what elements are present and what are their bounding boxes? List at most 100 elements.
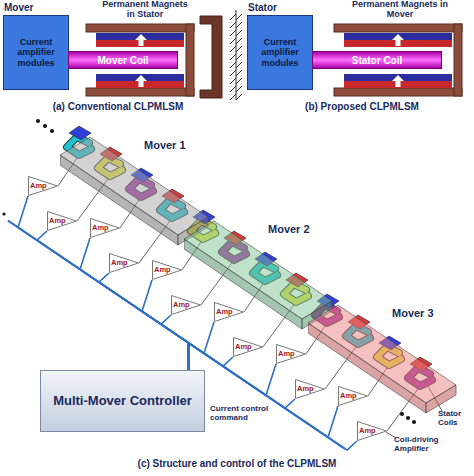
amp-label: Amp bbox=[359, 426, 376, 435]
part-label: Current control command bbox=[210, 405, 274, 422]
part-heading: Mover bbox=[4, 2, 33, 14]
coil-bar: Mover Coil bbox=[68, 51, 178, 69]
bus-line bbox=[37, 231, 189, 370]
mover-shape bbox=[308, 283, 468, 415]
amp-label: Amp bbox=[92, 223, 109, 232]
amp-triangle bbox=[48, 212, 77, 231]
part-heading: Stator bbox=[248, 2, 277, 14]
dot bbox=[2, 212, 5, 215]
coil-bar: Stator Coil bbox=[312, 51, 442, 69]
amp-label: Amp bbox=[278, 349, 295, 358]
amp-triangle bbox=[296, 380, 325, 399]
amplifier-module: Current amplifier modules Mover bbox=[3, 2, 69, 90]
module-text: Current amplifier modules bbox=[6, 37, 66, 68]
bus-line bbox=[161, 315, 189, 370]
coil-label: Stator Coil bbox=[352, 55, 403, 66]
amp-label: Amp bbox=[297, 384, 314, 393]
amp-triangle bbox=[277, 345, 306, 364]
housing-bar bbox=[334, 88, 462, 96]
dot bbox=[36, 119, 40, 123]
amp-label: Amp bbox=[340, 391, 357, 400]
bus-line bbox=[189, 343, 339, 438]
housing-bar bbox=[186, 24, 194, 96]
hatched-wall bbox=[230, 10, 242, 100]
frame-bracket bbox=[200, 16, 222, 98]
mover-label: Mover 2 bbox=[268, 223, 310, 235]
amp-label: Amp bbox=[216, 307, 233, 316]
amplifier-triangle: Amp bbox=[47, 211, 77, 231]
mover-slab: Mover 2 bbox=[184, 199, 344, 331]
figure-caption: (c) Structure and control of the CLPMLSM bbox=[0, 459, 474, 470]
flux-arrow bbox=[392, 34, 404, 46]
dot bbox=[406, 416, 410, 420]
part-label: Permanent Magnets in Mover bbox=[350, 0, 450, 19]
amp-triangle bbox=[110, 254, 139, 273]
housing-bar bbox=[86, 88, 194, 96]
mover-top-face bbox=[60, 137, 208, 235]
mover-slab: Mover 3 bbox=[308, 283, 468, 415]
hatch-marks bbox=[230, 14, 242, 100]
mover-housing bbox=[334, 24, 462, 96]
amplifier-triangle: Amp bbox=[28, 176, 58, 196]
amp-triangle bbox=[215, 303, 244, 322]
amplifier-triangle: Amp bbox=[233, 337, 263, 357]
amp-label: Amp bbox=[111, 258, 128, 267]
module-text: Current amplifier modules bbox=[250, 37, 310, 68]
amp-triangle bbox=[358, 422, 387, 441]
amp-triangle bbox=[172, 296, 201, 315]
amp-triangle bbox=[153, 261, 182, 280]
flux-arrow bbox=[392, 75, 404, 87]
amplifier-triangle: Amp bbox=[357, 421, 387, 441]
amp-label: Amp bbox=[235, 342, 252, 351]
housing-bar bbox=[454, 24, 462, 96]
amplifier-module: Current amplifier modules Stator bbox=[247, 2, 313, 90]
mover-shape bbox=[184, 199, 344, 331]
amplifier-triangle: Amp bbox=[171, 295, 201, 315]
coil-label: Mover Coil bbox=[97, 55, 148, 66]
dot bbox=[43, 124, 47, 128]
mover-front-face bbox=[60, 155, 178, 245]
housing-bar bbox=[334, 24, 462, 32]
mover-slab: Mover 1 bbox=[60, 115, 220, 247]
sub-caption: (a) Conventional CLPMLSM bbox=[8, 102, 228, 113]
bus-line bbox=[142, 280, 189, 370]
amp-label: Amp bbox=[30, 181, 47, 190]
flux-arrow bbox=[135, 34, 147, 46]
bus-line bbox=[189, 343, 358, 450]
controller-box: Multi-Mover Controller bbox=[40, 370, 205, 432]
amp-triangle bbox=[29, 177, 58, 196]
amplifier-triangle: Amp bbox=[214, 302, 244, 322]
mover-top-face bbox=[308, 305, 456, 403]
mover-label: Mover 1 bbox=[144, 139, 186, 151]
part-label: Coil-driving Amplifier bbox=[394, 436, 472, 453]
dot bbox=[400, 412, 404, 416]
mover-label: Mover 3 bbox=[392, 307, 434, 319]
amplifier-triangle: Amp bbox=[295, 379, 325, 399]
dot bbox=[412, 420, 416, 424]
controller-text: Multi-Mover Controller bbox=[53, 394, 192, 409]
part-label: Permanent Magnets in Stator bbox=[100, 0, 190, 19]
amp-label: Amp bbox=[154, 265, 171, 274]
amplifier-triangle: Amp bbox=[90, 218, 120, 238]
amp-label: Amp bbox=[49, 216, 66, 225]
amp-triangle bbox=[234, 338, 263, 357]
amp-triangle bbox=[91, 219, 120, 238]
housing-bar bbox=[86, 24, 194, 32]
amp-triangle bbox=[339, 387, 368, 406]
mover-shape bbox=[60, 115, 220, 247]
mover-side-face bbox=[426, 385, 456, 413]
module-box: Current amplifier modules bbox=[3, 15, 69, 90]
amplifier-triangle: Amp bbox=[109, 253, 139, 273]
amplifier-triangle: Amp bbox=[276, 344, 306, 364]
mover-front-face bbox=[184, 239, 302, 329]
amplifier-triangle: Amp bbox=[152, 260, 182, 280]
flux-arrow bbox=[135, 75, 147, 87]
module-box: Current amplifier modules bbox=[247, 15, 313, 90]
amplifier-triangle: Amp bbox=[338, 386, 368, 406]
amp-label: Amp bbox=[173, 300, 190, 309]
sub-caption: (b) Proposed CLPMLSM bbox=[262, 102, 462, 113]
mover-top-face bbox=[184, 221, 332, 319]
part-label: Stator Coils bbox=[438, 410, 474, 427]
dot bbox=[50, 129, 54, 133]
